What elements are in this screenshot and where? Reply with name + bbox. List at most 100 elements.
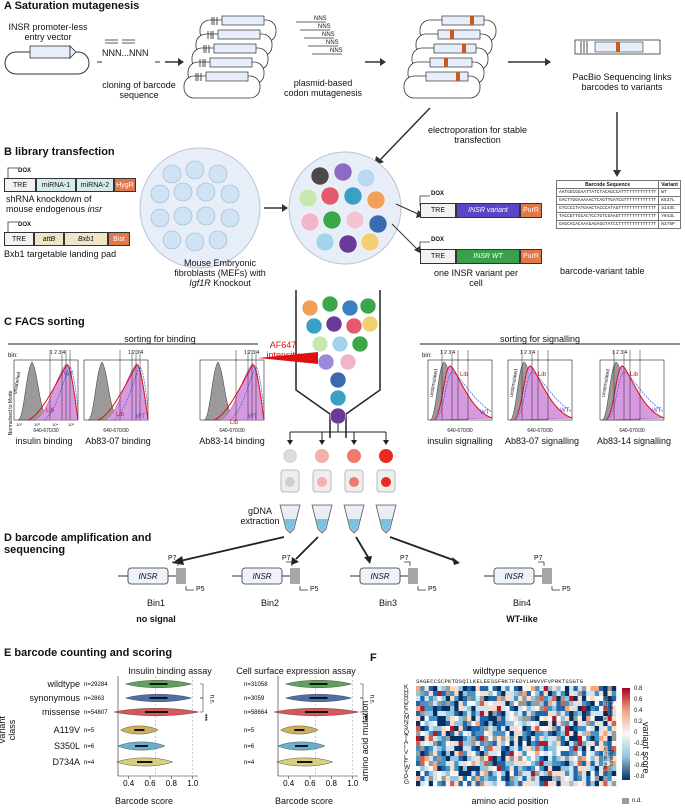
heatmap-cell — [475, 736, 481, 742]
heatmap-cell — [598, 746, 604, 752]
heatmap-cell — [462, 726, 468, 732]
panel-d-title: D barcode amplification and sequencing — [4, 532, 151, 556]
heatmap-cell — [573, 741, 578, 747]
heatmap-cell — [433, 716, 438, 722]
heatmap-cell — [492, 696, 498, 702]
heatmap-cell — [603, 696, 608, 702]
heatmap-cell — [454, 736, 459, 742]
heatmap-cell — [454, 686, 459, 692]
mef-line-1: Mouse Embryonic — [183, 258, 257, 268]
heatmap-cell — [586, 716, 591, 722]
heatmap-cell — [518, 706, 523, 712]
heatmap-cell — [420, 706, 425, 712]
heatmap-cell — [569, 716, 574, 722]
bracket-sig — [200, 697, 204, 713]
heatmap-cell — [509, 706, 515, 712]
heatmap-cell — [590, 706, 595, 712]
heatmap-cell — [581, 726, 587, 732]
heatmap-cell — [560, 736, 566, 742]
wt-like: WT-like — [506, 614, 538, 624]
heatmap-cell — [420, 721, 425, 727]
heatmap-cell — [564, 691, 570, 697]
heatmap-cell — [433, 731, 438, 737]
heatmap-cell — [569, 741, 574, 747]
heatmap-cell — [437, 741, 442, 747]
heatmap-cell — [556, 756, 561, 762]
heatmap-cell — [577, 771, 583, 777]
heatmap-cell — [420, 741, 425, 747]
heatmap-cell — [547, 776, 553, 782]
heatmap-cell — [505, 781, 510, 787]
heatmap-cell — [501, 746, 506, 752]
heatmap-cell — [547, 696, 553, 702]
heatmap-cell — [543, 731, 549, 737]
heatmap-cell — [598, 766, 604, 772]
heatmap-cell — [535, 686, 540, 692]
heatmap-cell — [518, 756, 523, 762]
heatmap-cell — [454, 741, 459, 747]
heatmap-cell — [547, 706, 553, 712]
heatmap-cell — [462, 756, 468, 762]
heatmap-cell — [462, 741, 468, 747]
heatmap-cell — [484, 776, 489, 782]
heatmap-cell — [535, 701, 540, 707]
panel-b-title: B library transfection — [4, 146, 115, 158]
heatmap-cell — [560, 706, 566, 712]
heatmap-cell — [543, 726, 549, 732]
heatmap-cell — [471, 691, 476, 697]
heatmap-cell — [518, 746, 523, 752]
heatmap-cell — [471, 761, 476, 767]
heatmap-cell — [416, 766, 421, 772]
heatmap-cell — [556, 781, 561, 787]
heatmap-cell — [454, 731, 459, 737]
heatmap-cell — [598, 706, 604, 712]
heatmap-cell — [450, 691, 455, 697]
heatmap-cell — [513, 736, 519, 742]
heatmap-cell — [513, 751, 519, 757]
heatmap-cell — [530, 736, 536, 742]
heatmap-cell — [594, 726, 600, 732]
heatmap-cell — [522, 721, 527, 727]
heatmap-cell — [501, 701, 506, 707]
heatmap-cell — [437, 781, 442, 787]
heatmap-cell — [509, 771, 515, 777]
bin2: Bin2 — [260, 598, 279, 608]
heatmap-cell — [530, 706, 536, 712]
heatmap-cell — [552, 721, 557, 727]
heatmap-cell — [560, 751, 566, 757]
heatmap-cell — [445, 716, 451, 722]
heatmap-cell — [518, 771, 523, 777]
heatmap-cell — [454, 751, 459, 757]
heatmap-cell — [416, 741, 421, 747]
heatmap-cell — [501, 756, 506, 762]
barcode-cell: TACCGTTGCACTCCTGTCGAAGTTTTTTTTTTTTTT — [555, 212, 660, 221]
heatmap-cell — [564, 736, 570, 742]
heatmap-cell — [420, 781, 425, 787]
heatmap-cell — [445, 771, 451, 777]
heatmap-cell — [598, 716, 604, 722]
heatmap-cell — [522, 751, 527, 757]
row-label: R — [404, 694, 409, 701]
heatmap-cell — [564, 721, 570, 727]
mef-line-2: fibroblasts (MEFs) with — [174, 268, 266, 278]
heatmap-cell — [590, 766, 595, 772]
heatmap-cell — [445, 746, 451, 752]
heatmap-cell — [492, 726, 498, 732]
sig-1: *** — [201, 713, 208, 722]
heatmap-cell — [450, 741, 455, 747]
heatmap-cell — [598, 756, 604, 762]
heatmap-cell — [611, 756, 617, 762]
heatmap-cell — [458, 776, 464, 782]
heatmap-cell — [420, 756, 425, 762]
heatmap-cell — [445, 696, 451, 702]
heatmap-cell — [518, 736, 523, 742]
heatmap-cell — [488, 696, 493, 702]
heatmap-cell — [577, 731, 583, 737]
heatmap-cell — [501, 741, 506, 747]
heatmap-cell — [530, 781, 536, 787]
heatmap-cell — [488, 701, 493, 707]
heatmap-cell — [424, 686, 429, 692]
heatmap-cell — [564, 711, 570, 717]
heatmap-cell — [501, 726, 506, 732]
